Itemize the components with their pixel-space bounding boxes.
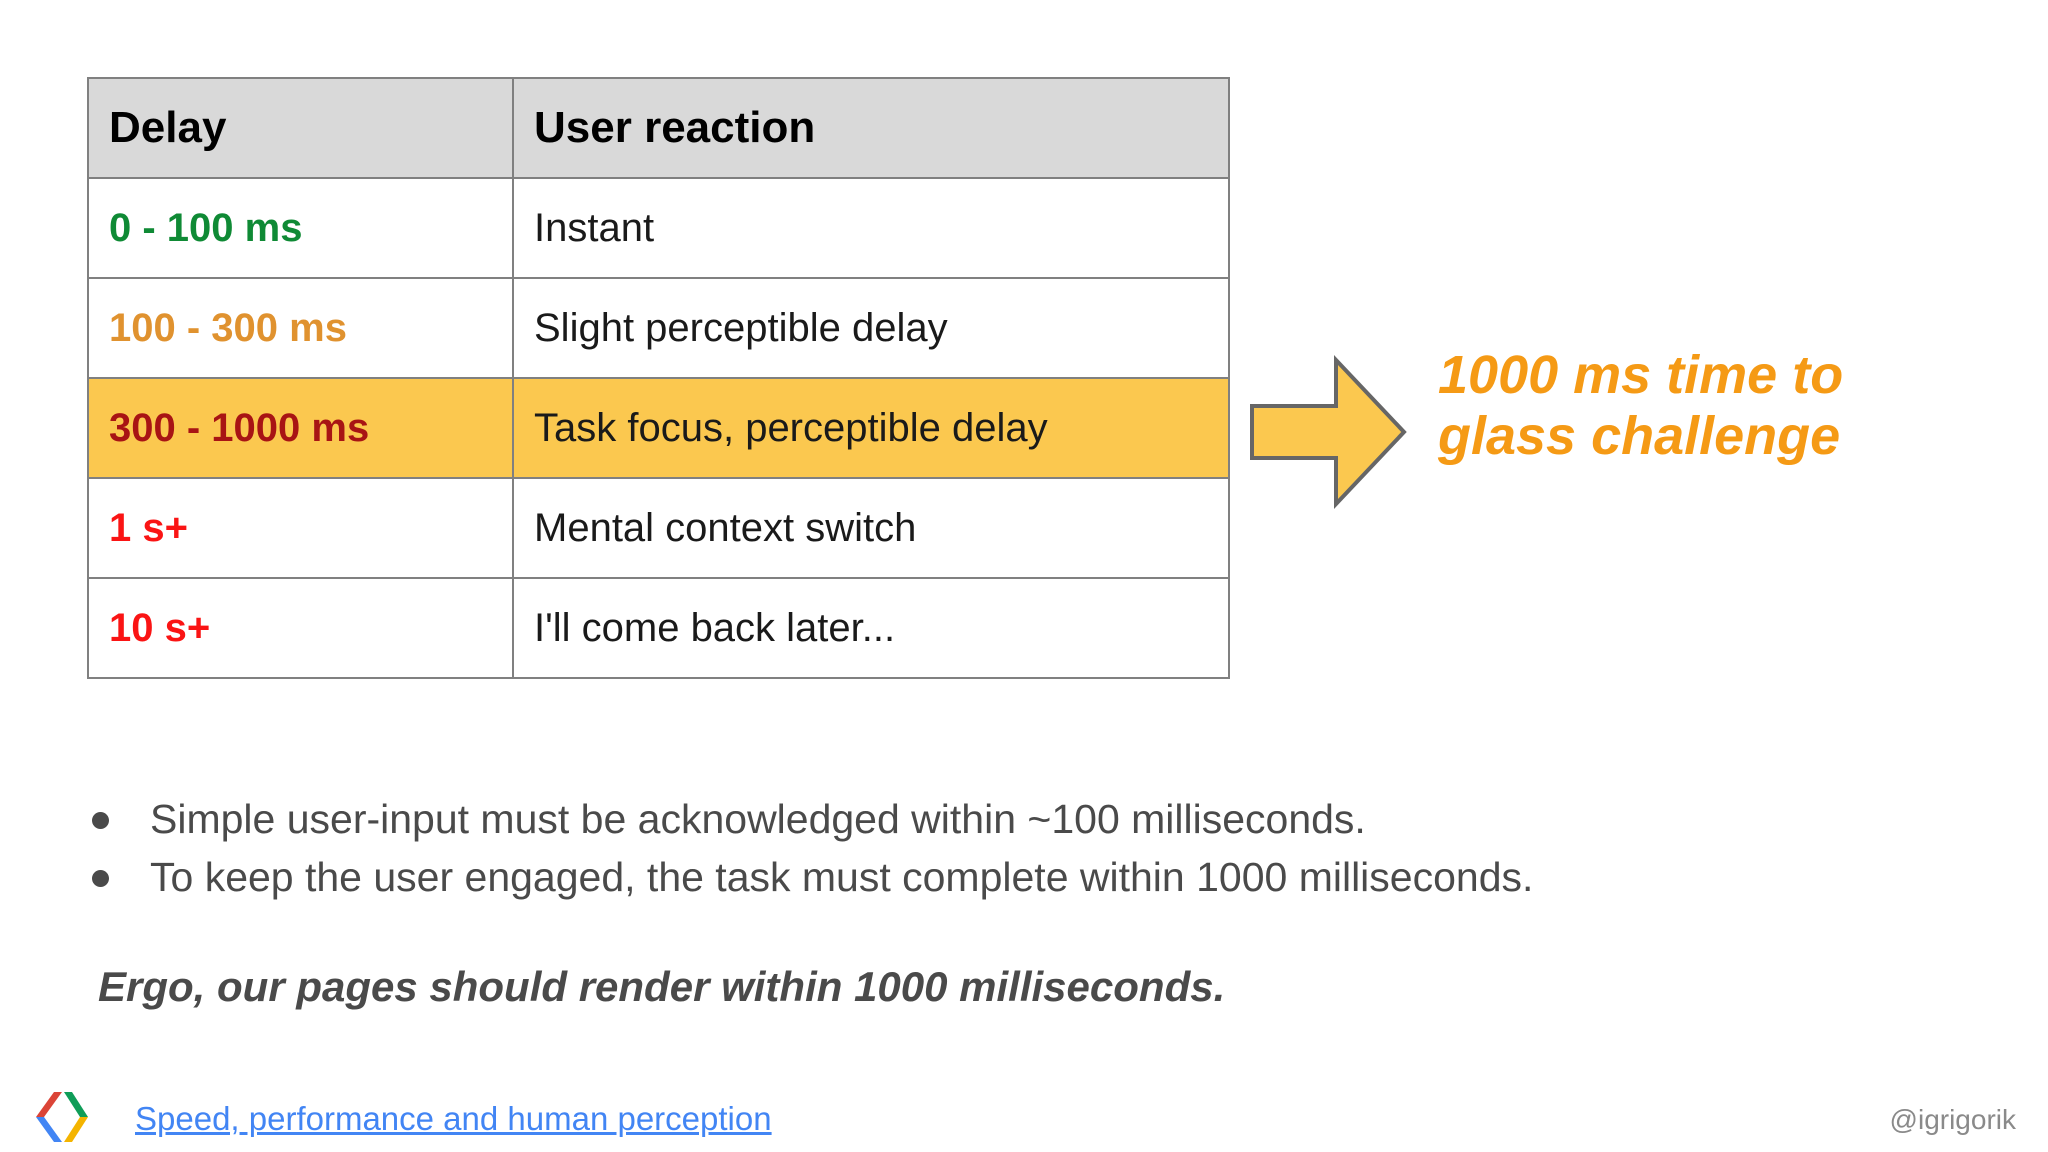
table-row-highlighted: 300 - 1000 ms Task focus, perceptible de… (87, 377, 1230, 479)
conclusion-text: Ergo, our pages should render within 100… (98, 963, 1226, 1010)
delay-reaction-table: Delay User reaction 0 - 100 ms Instant 1… (87, 77, 1230, 679)
table-body: 0 - 100 ms Instant 100 - 300 ms Slight p… (87, 177, 1230, 679)
cell-delay: 300 - 1000 ms (87, 377, 514, 479)
table-header-row: Delay User reaction (87, 77, 1230, 179)
callout-line-2: glass challenge (1438, 406, 1841, 467)
table-row: 100 - 300 ms Slight perceptible delay (87, 277, 1230, 379)
author-handle: @igrigorik (1889, 1104, 2016, 1135)
cell-delay: 0 - 100 ms (87, 177, 514, 279)
table-row: 0 - 100 ms Instant (87, 177, 1230, 279)
cell-reaction: Mental context switch (512, 477, 1230, 579)
cell-delay: 10 s+ (87, 577, 514, 679)
column-header-delay: Delay (87, 77, 514, 179)
footer-link[interactable]: Speed, performance and human perception (135, 1100, 772, 1137)
google-developers-logo (32, 1090, 90, 1144)
callout-text: 1000 ms time to glass challenge (1438, 345, 1998, 467)
cell-delay: 100 - 300 ms (87, 277, 514, 379)
list-item: To keep the user engaged, the task must … (78, 848, 1978, 906)
callout-line-1: 1000 ms time to (1438, 345, 1844, 405)
table-row: 10 s+ I'll come back later... (87, 577, 1230, 679)
right-block-arrow-icon (1248, 352, 1408, 512)
cell-reaction: I'll come back later... (512, 577, 1230, 679)
cell-delay: 1 s+ (87, 477, 514, 579)
cell-reaction: Slight perceptible delay (512, 277, 1230, 379)
list-item: Simple user-input must be acknowledged w… (78, 790, 1978, 848)
table-row: 1 s+ Mental context switch (87, 477, 1230, 579)
cell-reaction: Instant (512, 177, 1230, 279)
cell-reaction: Task focus, perceptible delay (512, 377, 1230, 479)
bullet-list: Simple user-input must be acknowledged w… (78, 790, 1978, 906)
column-header-user-reaction: User reaction (512, 77, 1230, 179)
